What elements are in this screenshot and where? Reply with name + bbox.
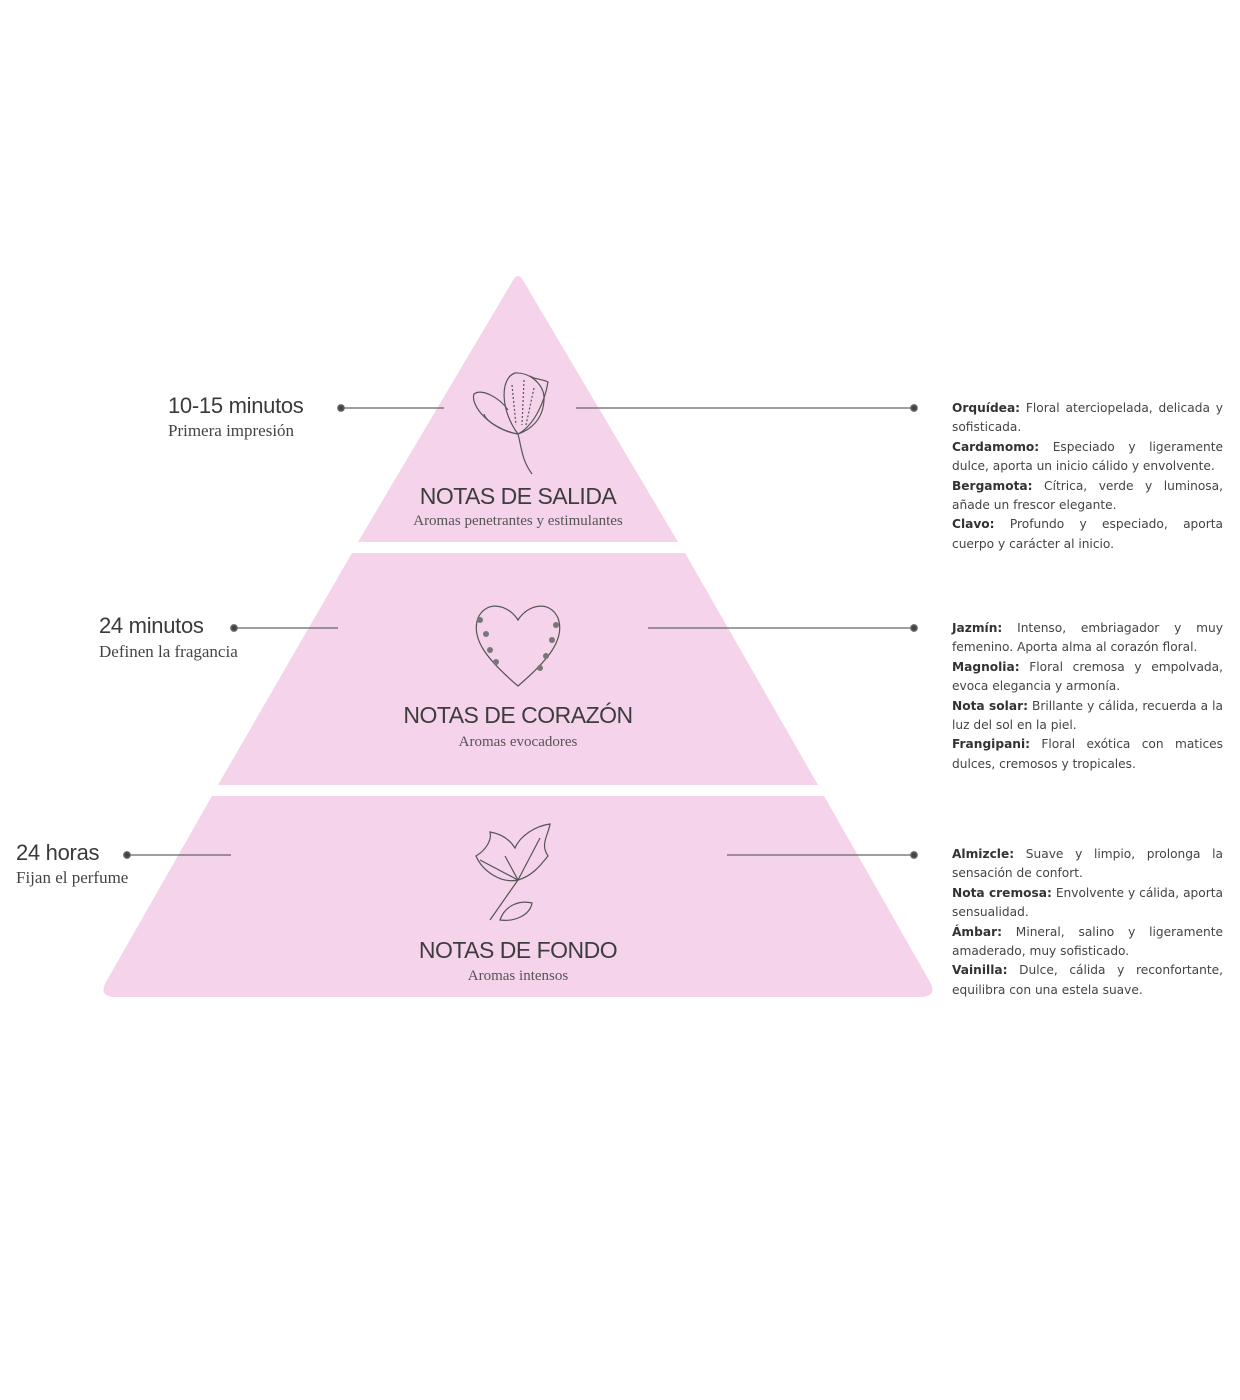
notes-list-top: Orquídea: Floral aterciopelada, delicada…	[952, 399, 1223, 554]
note-item: Magnolia: Floral cremosa y empolvada, ev…	[952, 658, 1223, 697]
notes-list-middle: Jazmín: Intenso, embriagador y muy femen…	[952, 619, 1223, 774]
note-item: Nota solar: Brillante y cálida, recuerda…	[952, 697, 1223, 736]
note-desc: Brillante y cálida, recuerda a la luz de…	[952, 698, 1224, 733]
connector-dot	[910, 404, 918, 412]
note-name: Orquídea:	[952, 401, 1021, 415]
floral-heart-icon	[475, 605, 561, 687]
note-name: Ámbar:	[952, 924, 1002, 939]
note-name: Nota cremosa:	[952, 885, 1052, 900]
tier-top-subtitle: Aromas penetrantes y estimulantes	[413, 513, 623, 529]
duration-sublabel: Primera impresión	[168, 421, 295, 440]
note-name: Cardamomo:	[952, 439, 1040, 454]
flower-icon	[472, 372, 549, 475]
note-desc: Floral aterciopelada, delicada y sofisti…	[952, 401, 1223, 435]
notes-list-bottom: Almizcle: Suave y limpio, prolonga la se…	[952, 845, 1223, 1000]
note-desc: Floral cremosa y empolvada, evoca elegan…	[952, 659, 1223, 694]
note-desc: Floral exótica con matices dulces, cremo…	[952, 737, 1223, 771]
tier-bottom-shape	[103, 796, 933, 997]
connector-dot	[337, 404, 345, 412]
note-desc: Envolvente y cálida, aporta sensualidad.	[952, 885, 1224, 920]
tier-top-title: NOTAS DE SALIDA	[419, 483, 617, 509]
connector-dot	[230, 624, 238, 632]
leaf-icon	[475, 823, 551, 921]
note-name: Almizcle:	[952, 847, 1015, 861]
note-desc: Suave y limpio, prolonga la sensación de…	[952, 847, 1223, 881]
duration-label: 24 minutos	[99, 613, 204, 638]
note-name: Frangipani:	[952, 737, 1031, 752]
note-item: Orquídea: Floral aterciopelada, delicada…	[952, 399, 1223, 438]
note-desc: Profundo y especiado, aporta cuerpo y ca…	[952, 517, 1223, 551]
note-item: Cardamomo: Especiado y ligeramente dulce…	[952, 438, 1223, 477]
note-name: Clavo:	[952, 517, 995, 532]
note-item: Jazmín: Intenso, embriagador y muy femen…	[952, 619, 1223, 658]
note-name: Vainilla:	[952, 963, 1008, 978]
note-item: Bergamota: Cítrica, verde y luminosa, añ…	[952, 477, 1223, 516]
duration-label: 10-15 minutos	[168, 393, 304, 418]
note-name: Nota solar:	[952, 698, 1028, 713]
connector-dot	[910, 851, 918, 859]
note-item: Clavo: Profundo y especiado, aporta cuer…	[952, 515, 1223, 554]
tier-bottom-subtitle: Aromas intensos	[467, 968, 569, 984]
duration-label: 24 horas	[16, 840, 100, 865]
note-item: Frangipani: Floral exótica con matices d…	[952, 735, 1223, 774]
duration-sublabel: Fijan el perfume	[16, 868, 129, 887]
note-item: Ámbar: Mineral, salino y ligeramente ama…	[952, 923, 1223, 962]
note-name: Jazmín:	[952, 621, 1003, 635]
tier-middle-shape	[218, 553, 818, 785]
note-desc: Intenso, embriagador y muy femenino. Apo…	[952, 621, 1223, 655]
duration-sublabel: Definen la fragancia	[99, 642, 238, 661]
note-desc: Mineral, salino y ligeramente amaderado,…	[952, 924, 1223, 959]
note-desc: Cítrica, verde y luminosa, añade un fres…	[952, 478, 1223, 513]
note-desc: Especiado y ligeramente dulce, aporta un…	[952, 439, 1223, 474]
note-name: Magnolia:	[952, 659, 1020, 674]
connector-dot	[910, 624, 918, 632]
note-item: Almizcle: Suave y limpio, prolonga la se…	[952, 845, 1223, 884]
tier-bottom-title: NOTAS DE FONDO	[418, 937, 618, 963]
note-item: Vainilla: Dulce, cálida y reconfortante,…	[952, 961, 1223, 1000]
tier-top-shape	[358, 276, 678, 542]
note-name: Bergamota:	[952, 478, 1033, 493]
note-item: Nota cremosa: Envolvente y cálida, aport…	[952, 884, 1223, 923]
connector-dot	[123, 851, 131, 859]
tier-middle-title: NOTAS DE CORAZÓN	[403, 702, 633, 728]
note-desc: Dulce, cálida y reconfortante, equilibra…	[952, 963, 1223, 997]
tier-middle-subtitle: Aromas evocadores	[458, 734, 578, 750]
